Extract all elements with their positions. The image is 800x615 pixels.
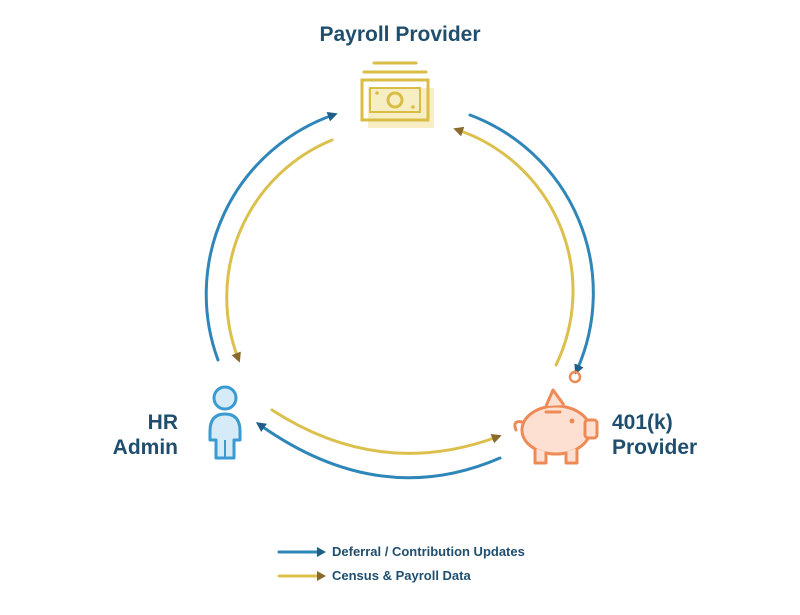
- arrow-401k-to-payroll: [453, 126, 575, 367]
- payroll-provider-label: Payroll Provider: [250, 22, 550, 47]
- 401k-label-line2: Provider: [612, 436, 698, 459]
- arrow-401k-to-hr: [255, 422, 502, 480]
- person-icon: [208, 385, 242, 460]
- piggy-bank-icon: [513, 370, 599, 465]
- legend-item-census: Census & Payroll Data: [332, 568, 471, 583]
- legend-sample-blue: [277, 547, 326, 557]
- arrow-hr-to-payroll: [204, 111, 338, 362]
- 401k-label-line1: 401(k): [612, 411, 673, 434]
- hr-label-line2: Admin: [112, 436, 178, 459]
- legend-sample-yellow: [277, 571, 326, 581]
- 401k-provider-label: 401(k) Provider: [612, 410, 762, 460]
- cash-icon: [360, 61, 434, 128]
- legend-item-deferral: Deferral / Contribution Updates: [332, 544, 525, 559]
- payroll-provider-label-text: Payroll Provider: [319, 23, 481, 46]
- arrow-hr-to-401k: [270, 408, 502, 455]
- hr-label-line1: HR: [147, 411, 178, 434]
- arrow-payroll-to-hr: [225, 138, 334, 363]
- arrow-payroll-to-401k: [468, 113, 595, 375]
- hr-admin-label: HR Admin: [60, 410, 178, 460]
